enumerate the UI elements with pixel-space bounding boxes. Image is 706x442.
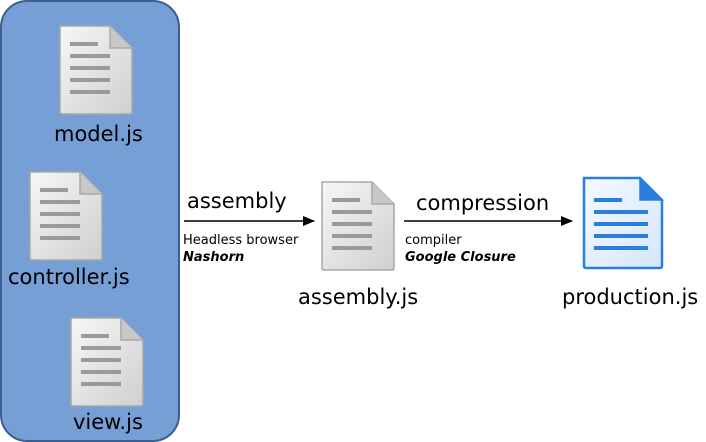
compression-tool-line1: compiler [405,233,462,248]
production-js-blue-document-icon [582,176,664,270]
model-js-document-icon [59,25,133,115]
controller-js-document-icon [29,171,103,261]
compression-tool-line2: Google Closure [405,250,516,265]
assembly-tool-line2: Nashorn [183,250,245,265]
controller-js-label: controller.js [8,265,130,289]
view-js-label: view.js [73,410,143,434]
model-js-label: model.js [54,122,143,146]
view-js-document-icon [70,317,144,407]
assembly-tool-line1: Headless browser [183,233,299,248]
assembly-step-label: assembly [187,189,287,213]
compression-step-label: compression [416,191,550,215]
assembly-js-document-icon [321,181,395,271]
production-js-label: production.js [562,285,699,309]
assembly-js-label: assembly.js [298,285,419,309]
